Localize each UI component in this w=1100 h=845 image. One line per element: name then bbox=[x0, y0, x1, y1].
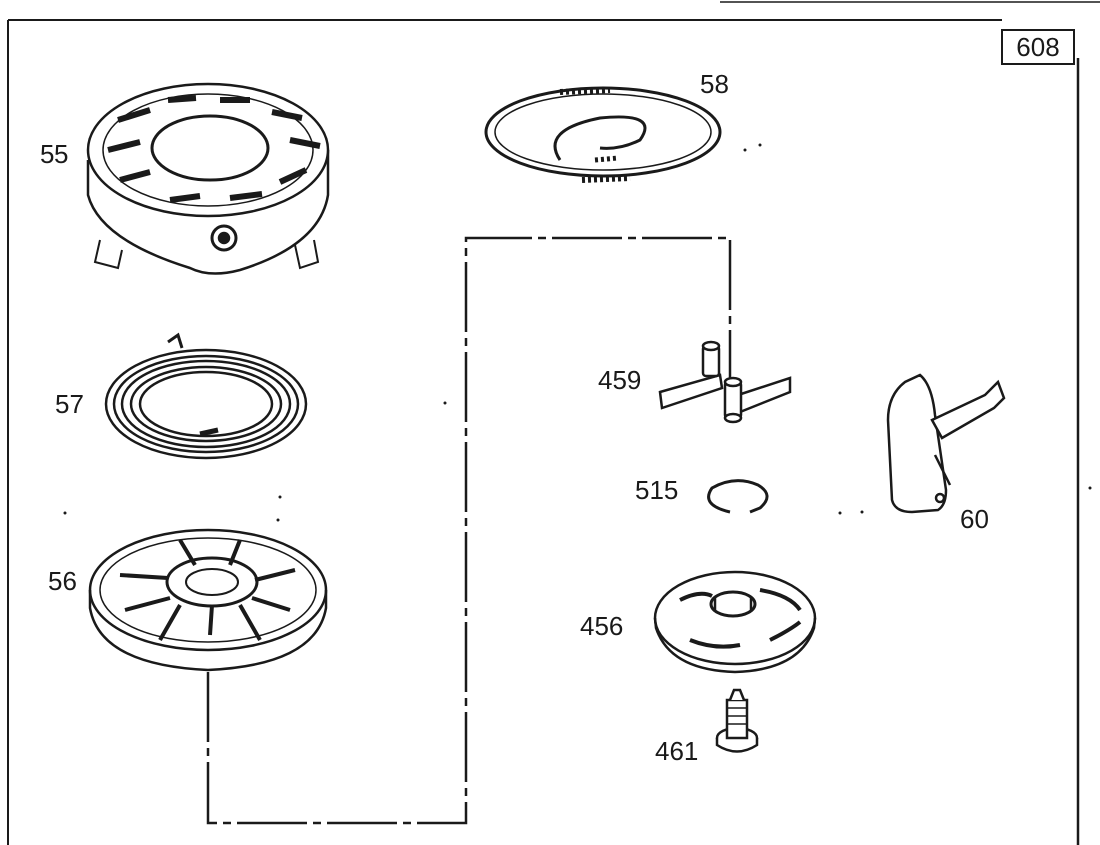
label-57: 57 bbox=[55, 389, 84, 419]
label-459: 459 bbox=[598, 365, 641, 395]
label-456: 456 bbox=[580, 611, 623, 641]
label-58: 58 bbox=[700, 69, 729, 99]
page-number: 608 bbox=[1016, 31, 1060, 62]
label-515: 515 bbox=[635, 475, 678, 505]
page-number-box: 608 bbox=[1001, 29, 1075, 65]
label-55: 55 bbox=[40, 139, 68, 169]
retaining-ring-icon bbox=[707, 479, 769, 514]
starter-handle-icon bbox=[886, 373, 1006, 514]
assembly-dashed-line bbox=[206, 236, 732, 825]
rewind-spring-icon bbox=[104, 332, 308, 460]
scan-specks bbox=[63, 143, 1092, 522]
pulley-icon bbox=[88, 528, 328, 672]
center-screw-icon bbox=[715, 688, 759, 753]
retainer-plate-icon bbox=[653, 570, 817, 674]
pawl-icon bbox=[658, 340, 792, 424]
recoil-housing-icon bbox=[86, 82, 330, 275]
label-60: 60 bbox=[960, 504, 989, 534]
rope-coil-icon bbox=[484, 86, 722, 183]
diagram-frame bbox=[7, 1, 1100, 845]
label-461: 461 bbox=[655, 736, 698, 766]
label-56: 56 bbox=[48, 566, 77, 596]
